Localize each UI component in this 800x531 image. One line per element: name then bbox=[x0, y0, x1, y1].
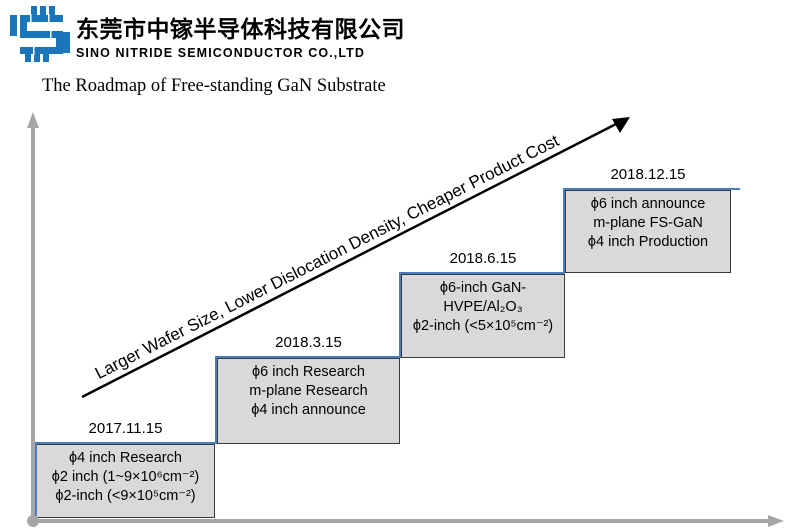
milestone-line: ϕ2 inch (1~9×10⁶cm⁻²) bbox=[51, 469, 200, 485]
milestone-line: ϕ6 inch announce bbox=[590, 196, 706, 212]
company-name-chinese: 东莞市中镓半导体科技有限公司 bbox=[76, 16, 405, 42]
milestone-box-1: ϕ4 inch Research ϕ2 inch (1~9×10⁶cm⁻²) ϕ… bbox=[36, 444, 215, 518]
header: 东莞市中镓半导体科技有限公司 SINO NITRIDE SEMICONDUCTO… bbox=[10, 6, 405, 62]
trend-arrowhead-icon bbox=[612, 117, 630, 133]
milestone-line: ϕ4 inch announce bbox=[251, 402, 366, 418]
milestone-line: ϕ6 inch Research bbox=[252, 364, 365, 380]
milestone-line: ϕ4 inch Research bbox=[69, 450, 182, 466]
milestone-line: m-plane Research bbox=[249, 383, 368, 399]
milestone-line: ϕ6-inch GaN- bbox=[439, 280, 527, 296]
milestone-line: ϕ4 inch Production bbox=[587, 234, 709, 250]
company-name-english: SINO NITRIDE SEMICONDUCTOR CO.,LTD bbox=[76, 46, 366, 60]
company-name-block: 东莞市中镓半导体科技有限公司 SINO NITRIDE SEMICONDUCTO… bbox=[76, 6, 405, 60]
milestone-line: m-plane FS-GaN bbox=[593, 215, 703, 231]
milestone-line: HVPE/Al₂O₃ bbox=[443, 299, 523, 315]
milestone-line: ϕ2-inch (<9×10⁵cm⁻²) bbox=[55, 488, 196, 504]
y-axis-arrowhead-icon bbox=[27, 112, 39, 128]
milestone-line: ϕ2-inch (<5×10⁵cm⁻²) bbox=[412, 318, 554, 334]
milestone-date-2: 2018.3.15 bbox=[275, 334, 342, 351]
milestone-box-4: ϕ6 inch announce m-plane FS-GaN ϕ4 inch … bbox=[565, 190, 731, 273]
page-title: The Roadmap of Free-standing GaN Substra… bbox=[42, 76, 386, 96]
milestone-date-3: 2018.6.15 bbox=[449, 250, 517, 267]
milestone-box-2: ϕ6 inch Research m-plane Research ϕ4 inc… bbox=[217, 358, 400, 444]
x-axis-arrowhead-icon bbox=[768, 515, 784, 527]
milestone-date-4: 2018.12.15 bbox=[610, 166, 686, 183]
milestone-box-3: ϕ6-inch GaN- HVPE/Al₂O₃ ϕ2-inch (<5×10⁵c… bbox=[401, 274, 565, 358]
company-logo-icon bbox=[10, 6, 70, 62]
milestone-date-1: 2017.11.15 bbox=[88, 420, 163, 437]
